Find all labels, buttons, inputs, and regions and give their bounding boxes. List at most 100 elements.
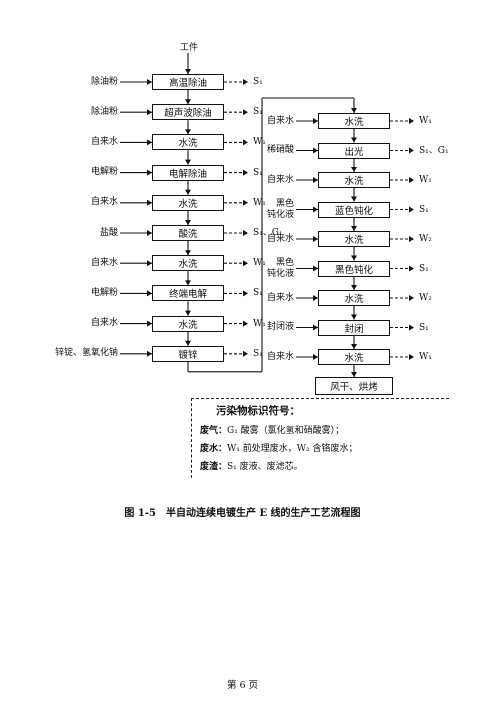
legend-gas: 废气：G₁ 酸雾（氯化氢和硝酸雾）； [200,423,344,436]
right-step-output: W₁ [419,352,432,362]
right-output-arrow-head [409,206,414,213]
left-step-output: W₁ [253,318,266,329]
left-input-arrow-head [147,109,152,116]
right-step-output: W₂ [419,234,432,244]
left-input-arrow-head [147,320,152,327]
left-step-input: 锌锭、氢氧化钠 [54,348,118,359]
left-flow-arrow-head [185,340,191,346]
right-output-arrow-head [409,118,414,124]
left-step-input: 电解粉 [90,287,118,298]
left-input-arrow-head [147,260,152,267]
left-flow-arrow-head [185,99,191,105]
left-input-arrow-head [147,169,152,176]
left-step-output: S₁ [253,348,263,359]
left-step-output: S₁ [253,107,263,118]
left-flow-arrow-head [185,159,191,165]
left-step-box: 水洗 [152,315,224,332]
page-number: 第 6 页 [226,680,259,691]
left-output-arrow-head [243,199,248,206]
right-step-output: W₁ [419,116,432,126]
legend-water-label: 废水： [200,444,228,454]
left-step-box: 镀锌 [152,345,224,362]
left-step-box: 酸洗 [152,225,224,241]
left-flow-arrow-head [185,220,191,225]
right-flow-arrow-head [351,196,357,202]
right-output-arrow-head [409,295,414,301]
right-step-box: 水洗 [318,172,390,188]
right-output-arrow-head [409,236,414,242]
left-step-input: 除油粉 [90,76,118,87]
left-step-output: W₁ [253,258,266,269]
left-output-arrow-head [243,79,248,85]
right-step-input: 封闭液 [266,322,294,332]
right-step-output: S₁ [419,322,429,333]
right-step-input: 稀硝酸 [266,145,294,155]
right-step-input: 自来水 [266,292,294,303]
right-input-arrow-head [313,147,318,154]
left-input-arrow-head [147,230,152,236]
right-step-box: 水洗 [318,349,390,365]
start-arrow-head [185,69,191,74]
right-flow-arrow-head [351,167,357,172]
left-flow-arrow-head [185,189,191,195]
left-output-arrow-head [243,290,248,297]
right-input-arrow-head [313,324,318,331]
left-input-arrow-head [147,350,152,357]
right-input-arrow-head [313,177,318,183]
legend-gas-text: G₁ 酸雾（氯化氢和硝酸雾）； [227,426,345,436]
right-flow-arrow-head [351,314,357,320]
left-step-input: 自来水 [90,318,118,329]
figure-caption: 图 1-5 半自动连续电镀生产 E 线的生产工艺流程图 [124,508,361,519]
legend-waste-text: S₁ 废液、废滤芯。 [227,462,303,472]
left-step-output: W₁ [253,137,266,148]
right-input-arrow-head [313,295,318,301]
left-step-input: 自来水 [90,136,118,147]
left-input-arrow-head [147,79,152,85]
right-step-box: 封闭 [318,319,390,336]
left-output-arrow-head [243,230,248,236]
end-arrow-head [351,372,357,377]
left-output-arrow-head [243,169,248,176]
right-input-arrow-head [313,118,318,124]
right-step-box: 蓝色钝化 [318,201,390,218]
left-step-output: W₁ [253,197,266,208]
right-flow-arrow-head [351,285,357,290]
legend-gas-label: 废气： [200,426,228,436]
right-flow-arrow-head [351,344,357,349]
right-step-input: 自来水 [266,233,294,244]
right-step-input: 自来水 [266,174,294,185]
legend-waste: 废渣：S₁ 废液、废滤芯。 [200,459,303,472]
right-step-input: 黑色钝化液 [266,198,294,220]
right-step-input: 自来水 [266,115,294,126]
left-output-arrow-head [243,320,248,327]
left-input-arrow-head [147,290,152,297]
left-flow-arrow-head [185,250,191,256]
right-step-output: S₁ [419,204,429,215]
left-output-arrow-head [243,350,248,357]
left-step-output: S₁、G₁ [253,228,283,238]
legend-water-text: W₁ 前处理废水，W₂ 含铬废水； [227,444,358,454]
left-input-arrow-head [147,199,152,206]
right-step-box: 水洗 [318,113,390,129]
right-output-arrow-head [409,147,414,154]
right-step-output: W₂ [419,293,432,303]
right-step-box: 水洗 [318,231,390,247]
left-flow-arrow-head [185,129,191,135]
end-box: 风干、烘烤 [315,377,393,395]
left-step-box: 水洗 [152,134,224,151]
left-step-box: 高温除油 [152,74,224,90]
left-step-box: 超声波除油 [152,104,224,121]
right-step-box: 出光 [318,142,390,159]
right-input-arrow-head [313,206,318,213]
left-step-box: 电解除油 [152,164,224,181]
legend-box [191,398,449,478]
left-step-box: 水洗 [152,255,224,272]
right-step-input: 黑色钝化液 [266,257,294,279]
right-flow-arrow-head [351,226,357,231]
right-step-input: 自来水 [266,351,294,362]
left-flow-arrow-head [185,310,191,316]
left-output-arrow-head [243,260,248,267]
right-step-box: 黑色钝化 [318,260,390,277]
